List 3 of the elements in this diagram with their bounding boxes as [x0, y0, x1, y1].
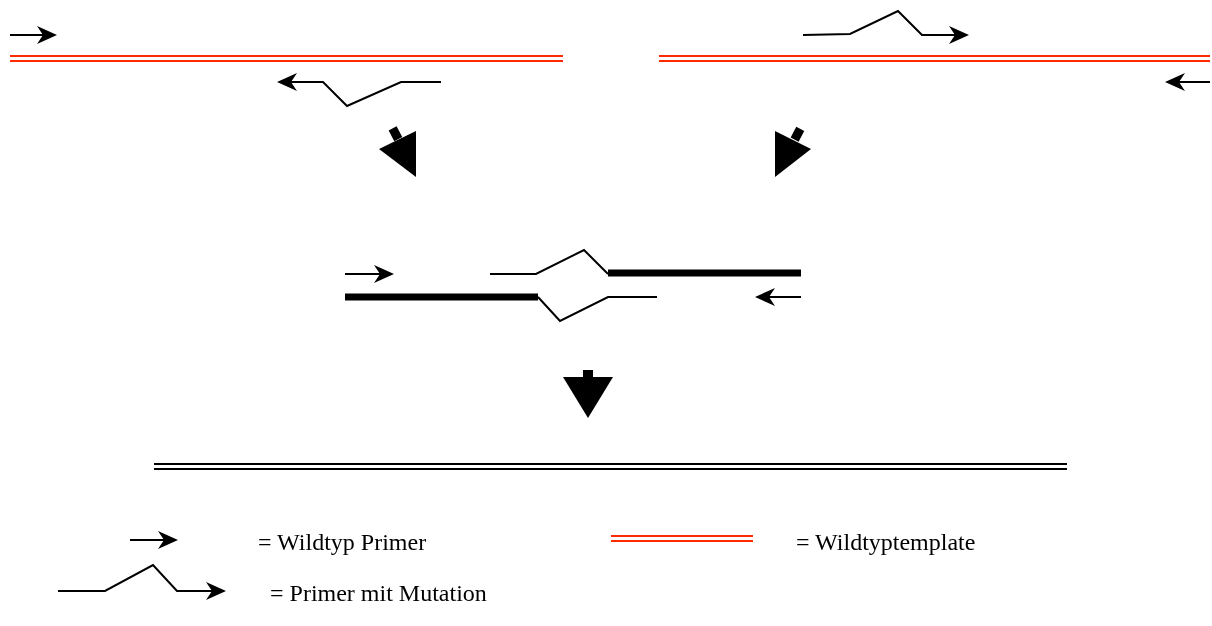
legend-label: = Wildtyptemplate — [796, 528, 976, 556]
legend-label: = Wildtyp Primer — [258, 528, 427, 556]
legend-label: = Primer mit Mutation — [270, 579, 487, 607]
